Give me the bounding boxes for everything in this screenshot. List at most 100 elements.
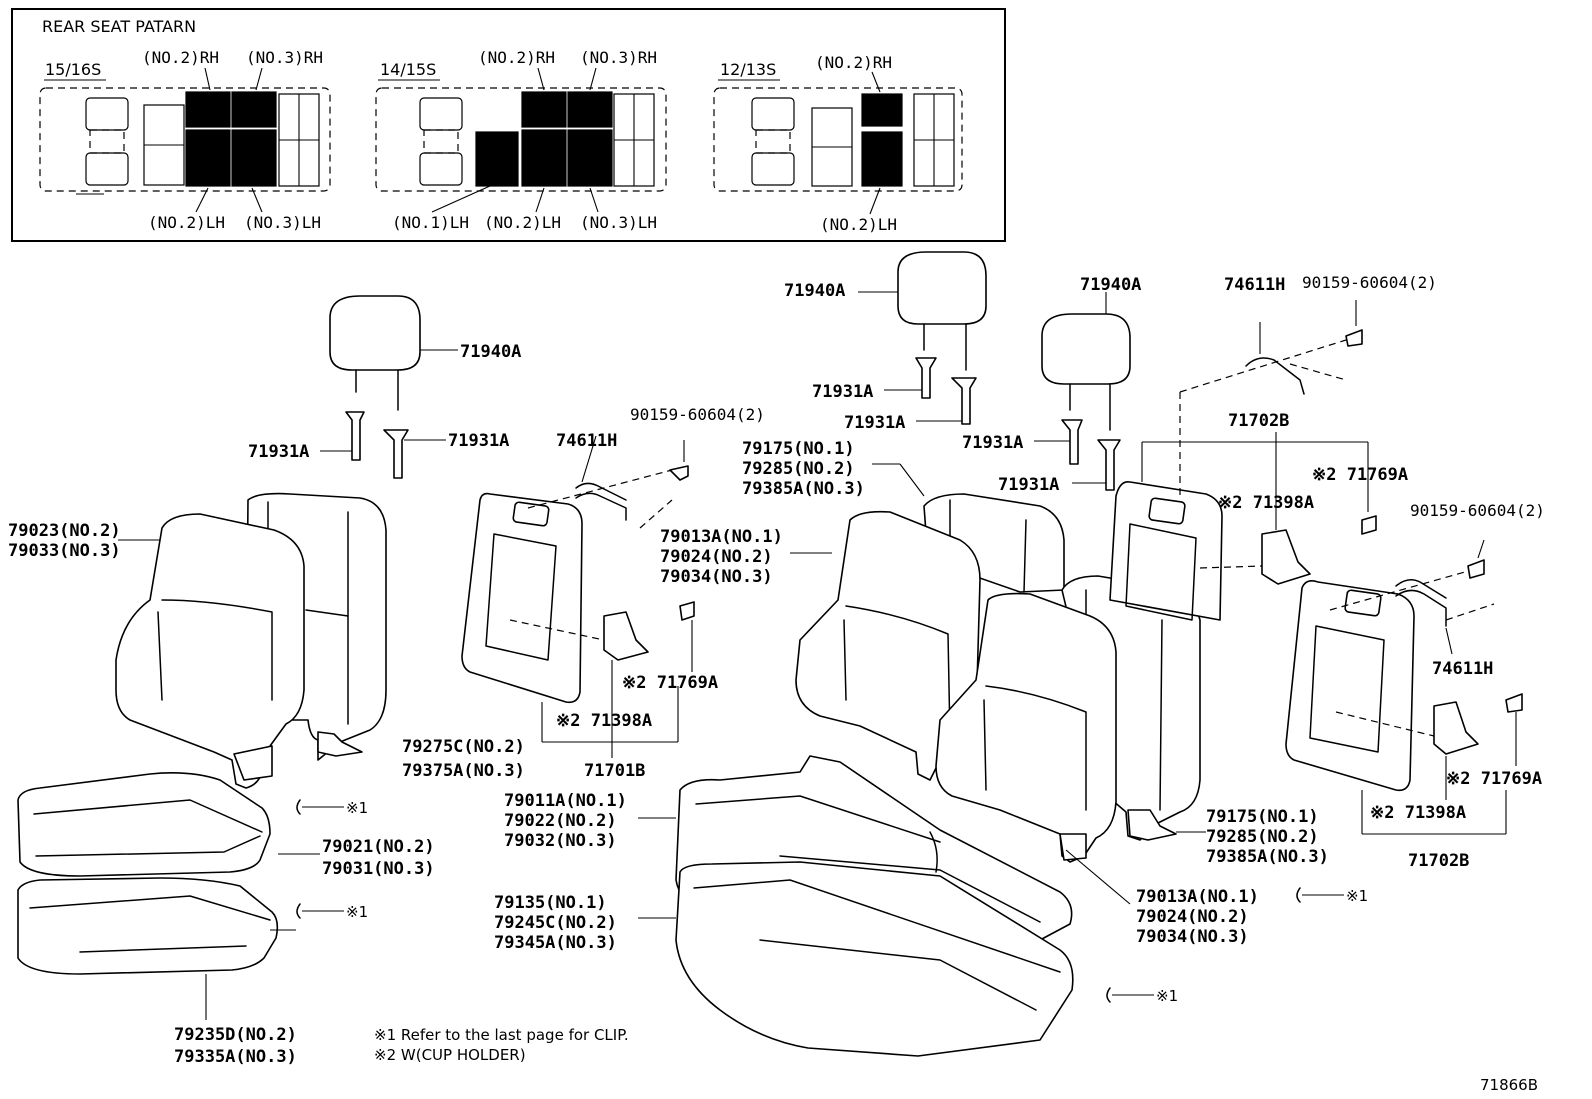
label-back-left: 79023(NO.2) [8, 521, 121, 541]
pattern-label: (NO.2)LH [820, 215, 897, 234]
hinge [1261, 529, 1311, 585]
label-clip: ※1 [1346, 887, 1368, 905]
pattern-label: (NO.3)LH [580, 213, 657, 232]
seat-cushion [17, 772, 271, 877]
label-back-left-rear: 79275C(NO.2) [402, 737, 525, 757]
label-back-right-front: 79034(NO.3) [1136, 927, 1249, 947]
seatback-front [115, 513, 305, 789]
label-support: 71931A [248, 442, 309, 462]
label-holder: ※2 71398A [556, 711, 652, 731]
label-cushion-main: 79011A(NO.1) [504, 791, 627, 811]
label-headrest: 71940A [460, 342, 521, 362]
pattern-label: (NO.1)LH [392, 213, 469, 232]
seat-pad [17, 877, 279, 975]
left-seat-assembly [17, 295, 458, 1020]
label-pad-main: 79245C(NO.2) [494, 913, 617, 933]
back-board [461, 492, 583, 704]
notes: ※1 Refer to the last page for CLIP. ※2 W… [374, 1026, 629, 1064]
layout-12-13s: 12/13S (NO.2)RH (NO.2)LH [713, 53, 963, 234]
label-pad-left: 79235D(NO.2) [174, 1025, 297, 1045]
label-bolt: 90159-60604(2) [1410, 501, 1545, 520]
label-clip: ※1 [1156, 987, 1178, 1005]
note-cup-holder: ※2 W(CUP HOLDER) [374, 1046, 526, 1064]
label-back-main-top: 79385A(NO.3) [742, 479, 865, 499]
label-holder: ※2 71398A [1218, 493, 1314, 513]
label-support: 71931A [998, 475, 1059, 495]
label-back-main-top: 79285(NO.2) [742, 459, 855, 479]
label-headrest: 71940A [784, 281, 845, 301]
seat-pad [675, 861, 1074, 1057]
back-board [1285, 580, 1415, 792]
hinge [1433, 701, 1479, 755]
label-cushion-main: 79022(NO.2) [504, 811, 617, 831]
layout-code: 14/15S [380, 60, 436, 79]
label-back-right-rear: 79175(NO.1) [1206, 807, 1319, 827]
seat-pattern-panel: REAR SEAT PATARN 15/16S (NO.2)RH (NO.3)R… [11, 8, 1006, 242]
label-back-left: 79033(NO.3) [8, 541, 121, 561]
label-back-left-rear: 79375A(NO.3) [402, 761, 525, 781]
headrest-support [951, 377, 977, 425]
label-back-main-front: 79034(NO.3) [660, 567, 773, 587]
label-handle: 74611H [556, 431, 617, 451]
label-cushion-left: 79031(NO.3) [322, 859, 435, 879]
note-clip: ※1 Refer to the last page for CLIP. [374, 1026, 629, 1044]
headrest-support [345, 411, 365, 461]
label-pad-main: 79135(NO.1) [494, 893, 607, 913]
label-board: 71702B [1228, 411, 1289, 431]
headrest [329, 295, 421, 371]
layout-14-15s: 14/15S (NO.2)RH (NO.3)RH (NO.1)LH (NO.2)… [375, 48, 667, 232]
right-board-assembly [1109, 300, 1523, 835]
label-hinge: ※2 71769A [1446, 769, 1542, 789]
pattern-label: (NO.3)LH [244, 213, 321, 232]
label-back-main-front: 79013A(NO.1) [660, 527, 783, 547]
label-handle: 74611H [1224, 275, 1285, 295]
label-back-main-front: 79024(NO.2) [660, 547, 773, 567]
part-labels: 71940A 71931A 71931A 79023(NO.2) 79033(N… [8, 273, 1545, 1067]
label-bolt: 90159-60604(2) [1302, 273, 1437, 292]
headrest-support [915, 357, 937, 399]
label-hinge: ※2 71769A [1312, 465, 1408, 485]
label-clip: ※1 [346, 903, 368, 921]
pattern-label: (NO.2)LH [484, 213, 561, 232]
label-back-main-top: 79175(NO.1) [742, 439, 855, 459]
panel-title: REAR SEAT PATARN [42, 17, 196, 36]
headrest-support [1097, 439, 1121, 491]
headrest [1041, 313, 1131, 385]
pattern-label: (NO.2)RH [478, 48, 555, 67]
layout-code: 12/13S [720, 60, 776, 79]
headrest-support [1061, 419, 1083, 465]
pattern-label: (NO.3)RH [580, 48, 657, 67]
hinge [603, 611, 649, 661]
label-cushion-main: 79032(NO.3) [504, 831, 617, 851]
label-back-right-front: 79013A(NO.1) [1136, 887, 1259, 907]
headrest-support [383, 429, 409, 479]
label-bolt: 90159-60604(2) [630, 405, 765, 424]
label-board: 71702B [1408, 851, 1469, 871]
clip-symbols [296, 799, 1344, 1003]
label-board: 71701B [584, 761, 645, 781]
pattern-label: (NO.2)RH [815, 53, 892, 72]
label-back-right-rear: 79285(NO.2) [1206, 827, 1319, 847]
label-handle: 74611H [1432, 659, 1493, 679]
main-seat-assembly [638, 251, 1206, 1057]
pattern-label: (NO.2)LH [148, 213, 225, 232]
label-cushion-left: 79021(NO.2) [322, 837, 435, 857]
pattern-label: (NO.2)RH [142, 48, 219, 67]
label-back-right-rear: 79385A(NO.3) [1206, 847, 1329, 867]
label-support: 71931A [962, 433, 1023, 453]
label-holder: ※2 71398A [1370, 803, 1466, 823]
headrest [897, 251, 987, 325]
label-support: 71931A [844, 413, 905, 433]
left-board-assembly [461, 435, 695, 758]
label-support: 71931A [812, 382, 873, 402]
figure-id: 71866B [1480, 1076, 1538, 1094]
label-support: 71931A [448, 431, 509, 451]
label-clip: ※1 [346, 799, 368, 817]
label-back-right-front: 79024(NO.2) [1136, 907, 1249, 927]
label-hinge: ※2 71769A [622, 673, 718, 693]
pattern-label: (NO.3)RH [246, 48, 323, 67]
label-pad-left: 79335A(NO.3) [174, 1047, 297, 1067]
seatback-front [935, 592, 1117, 863]
label-headrest: 71940A [1080, 275, 1141, 295]
